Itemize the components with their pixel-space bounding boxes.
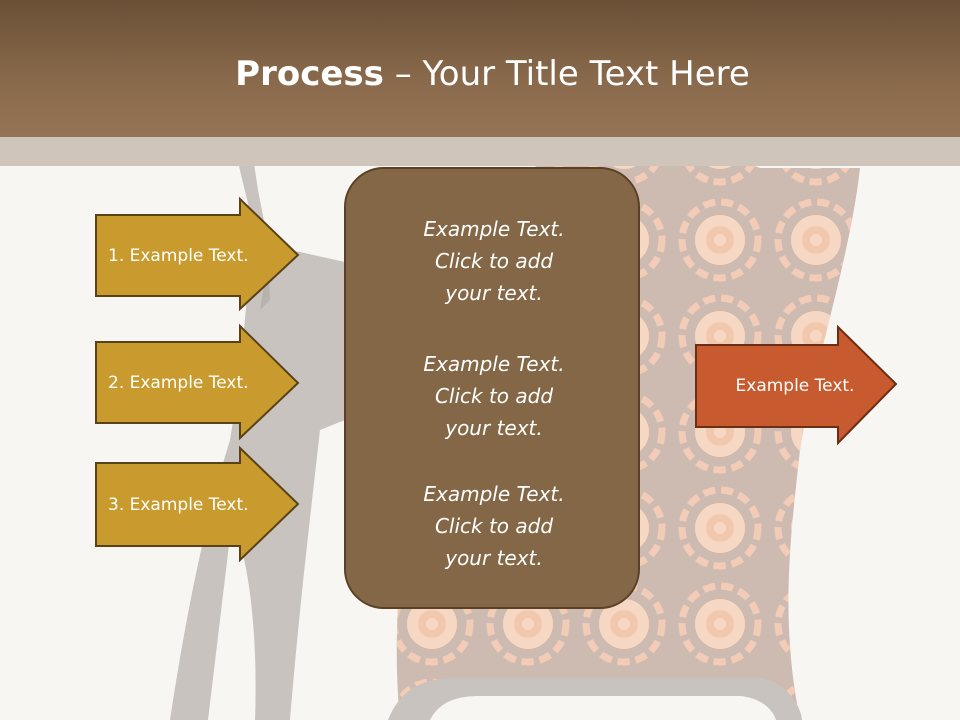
center-paragraph-3-line-1: Example Text.: [423, 482, 565, 506]
center-paragraph-1-line-1: Example Text.: [423, 217, 565, 241]
center-paragraph-1: Example Text. Click to add your text.: [346, 213, 642, 309]
right-arrow-label: Example Text.: [735, 376, 855, 396]
center-paragraph-2-line-2: Click to add: [434, 384, 554, 408]
left-arrow-2: 2. Example Text.: [95, 323, 300, 441]
title-strip: [0, 137, 960, 166]
center-paragraph-2-line-3: your text.: [445, 416, 543, 440]
title-bar: [0, 0, 960, 137]
left-arrow-1: 1. Example Text.: [95, 196, 300, 312]
center-paragraph-1-line-2: Click to add: [434, 249, 554, 273]
left-arrow-2-label: 2. Example Text.: [108, 372, 249, 393]
center-paragraph-2-line-1: Example Text.: [423, 352, 565, 376]
left-arrow-3-label: 3. Example Text.: [108, 494, 249, 515]
slide-title: Process – Your Title Text Here: [0, 52, 960, 96]
left-arrow-2-shape: [95, 323, 300, 441]
left-arrow-3: 3. Example Text.: [95, 445, 300, 563]
center-paragraph-3-line-2: Click to add: [434, 514, 554, 538]
center-paragraph-3-line-3: your text.: [445, 546, 543, 570]
left-arrow-3-shape: [95, 445, 300, 563]
title-rest: Your Title Text Here: [422, 54, 750, 94]
title-separator: –: [383, 54, 423, 94]
center-paragraph-3: Example Text. Click to add your text.: [346, 478, 642, 574]
right-arrow-shape: [695, 324, 898, 446]
title-bold: Process: [235, 54, 384, 94]
left-arrow-1-label: 1. Example Text.: [108, 245, 249, 266]
right-arrow: Example Text.: [695, 324, 900, 446]
center-text-box: Example Text. Click to add your text. Ex…: [344, 167, 640, 609]
center-paragraph-2: Example Text. Click to add your text.: [346, 348, 642, 444]
center-paragraph-1-line-3: your text.: [445, 281, 543, 305]
left-arrow-1-shape: [95, 196, 300, 312]
